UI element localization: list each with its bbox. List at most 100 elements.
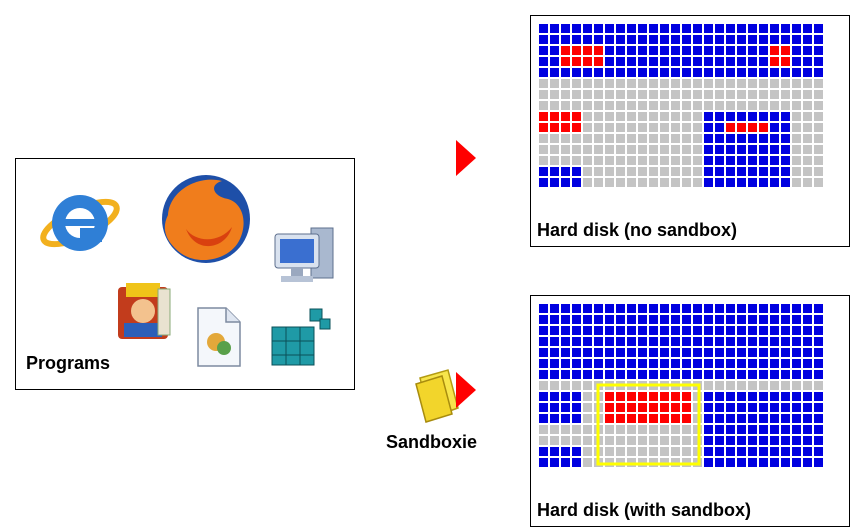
disk2-block-used — [737, 326, 746, 335]
disk2-block-used — [792, 458, 801, 467]
disk2-block-used — [649, 304, 658, 313]
disk1-block-used — [660, 35, 669, 44]
disk1-block-empty — [715, 79, 724, 88]
disk1-block-empty — [759, 101, 768, 110]
disk1-block-empty — [660, 123, 669, 132]
disk2-block-used — [550, 414, 559, 423]
disk1-block-used — [704, 156, 713, 165]
disk2-block-used — [781, 359, 790, 368]
disk2-block-empty — [583, 425, 592, 434]
disk2-block-used — [561, 458, 570, 467]
disk1-block-used — [616, 57, 625, 66]
disk2-block-empty — [726, 381, 735, 390]
disk2-block-used — [781, 315, 790, 324]
disk1-block-used — [770, 123, 779, 132]
hard-disk-no-sandbox-label: Hard disk (no sandbox) — [537, 220, 738, 240]
disk1-block-empty — [638, 156, 647, 165]
disk1-block-empty — [693, 167, 702, 176]
disk2-block-used — [704, 425, 713, 434]
disk2-block-used — [726, 458, 735, 467]
disk1-block-changed — [561, 57, 570, 66]
disk2-block-empty — [682, 447, 691, 456]
disk2-block-changed — [627, 403, 636, 412]
disk1-block-used — [792, 46, 801, 55]
disk1-block-empty — [803, 123, 812, 132]
disk2-block-used — [704, 436, 713, 445]
disk1-block-empty — [638, 145, 647, 154]
disk2-block-used — [770, 414, 779, 423]
disk1-block-empty — [682, 156, 691, 165]
disk1-block-empty — [616, 167, 625, 176]
disk2-block-used — [550, 447, 559, 456]
disk2-block-used — [748, 370, 757, 379]
disk1-block-empty — [792, 123, 801, 132]
disk2-block-used — [539, 414, 548, 423]
disk2-block-used — [583, 348, 592, 357]
disk1-block-used — [638, 57, 647, 66]
disk1-block-empty — [649, 123, 658, 132]
disk1-block-empty — [627, 101, 636, 110]
disk2-block-used — [550, 403, 559, 412]
disk2-block-used — [572, 315, 581, 324]
disk1-block-used — [737, 57, 746, 66]
disk1-block-empty — [671, 134, 680, 143]
disk2-block-empty — [770, 381, 779, 390]
disk2-block-used — [572, 359, 581, 368]
disk2-block-used — [616, 348, 625, 357]
disk2-block-used — [594, 348, 603, 357]
disk1-block-used — [792, 68, 801, 77]
disk1-block-changed — [561, 46, 570, 55]
disk2-block-used — [781, 348, 790, 357]
disk1-block-used — [781, 123, 790, 132]
disk2-block-used — [792, 414, 801, 423]
disk2-block-used — [726, 370, 735, 379]
disk2-block-used — [803, 337, 812, 346]
disk2-block-empty — [759, 381, 768, 390]
disk1-block-used — [781, 68, 790, 77]
disk1-block-empty — [704, 101, 713, 110]
disk1-block-used — [682, 24, 691, 33]
disk2-block-empty — [792, 381, 801, 390]
disk1-block-used — [572, 167, 581, 176]
disk2-block-used — [572, 326, 581, 335]
disk1-block-used — [715, 57, 724, 66]
disk1-block-used — [748, 145, 757, 154]
disk2-block-empty — [748, 381, 757, 390]
disk2-block-changed — [671, 403, 680, 412]
disk1-block-empty — [737, 90, 746, 99]
disk1-block-used — [704, 46, 713, 55]
disk1-block-changed — [594, 46, 603, 55]
disk1-block-used — [748, 178, 757, 187]
disk1-block-empty — [660, 79, 669, 88]
disk2-block-used — [726, 359, 735, 368]
disk1-block-used — [616, 46, 625, 55]
disk2-block-used — [616, 304, 625, 313]
disk1-block-empty — [803, 112, 812, 121]
disk1-block-empty — [660, 167, 669, 176]
disk1-block-empty — [671, 101, 680, 110]
disk2-block-used — [627, 348, 636, 357]
disk2-block-empty — [627, 447, 636, 456]
disk2-block-changed — [605, 392, 614, 401]
disk2-block-used — [814, 403, 823, 412]
disk2-block-used — [814, 436, 823, 445]
disk2-block-used — [660, 337, 669, 346]
disk1-block-empty — [649, 90, 658, 99]
disk1-block-used — [605, 68, 614, 77]
disk2-block-used — [605, 359, 614, 368]
disk2-block-empty — [616, 447, 625, 456]
disk1-block-empty — [550, 101, 559, 110]
disk2-block-used — [726, 425, 735, 434]
disk2-block-used — [770, 436, 779, 445]
disk1-block-empty — [671, 145, 680, 154]
disk2-block-used — [715, 447, 724, 456]
disk2-block-used — [781, 414, 790, 423]
disk2-block-used — [792, 315, 801, 324]
disk1-block-used — [638, 35, 647, 44]
disk2-block-used — [539, 370, 548, 379]
disk2-block-used — [572, 392, 581, 401]
disk1-block-empty — [759, 90, 768, 99]
disk2-block-used — [748, 304, 757, 313]
disk2-block-used — [715, 392, 724, 401]
disk1-block-empty — [704, 79, 713, 88]
